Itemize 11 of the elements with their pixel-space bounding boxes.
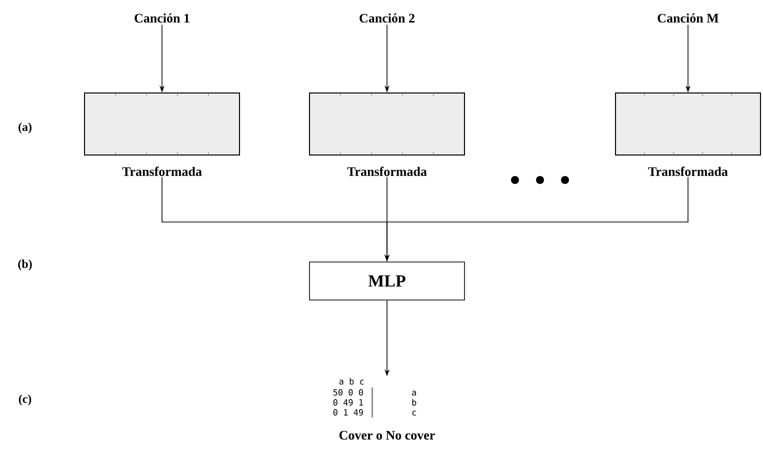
song-label: Canción M xyxy=(658,13,718,23)
caption-text: Transformada xyxy=(122,166,202,176)
caption-text: Transformada xyxy=(347,166,427,176)
song-label: Canción 1 xyxy=(134,13,190,23)
caption-text: Transformada xyxy=(648,166,728,176)
process-box: MLP xyxy=(309,262,465,300)
panel-label: (b) xyxy=(18,260,32,270)
panel-label: (c) xyxy=(18,394,32,406)
song-label: Canción 2 xyxy=(360,13,414,23)
confusion-matrix: a b c 50 0 0 a 0 49 1 b 0 1 49 c Cover o No cover xyxy=(333,378,435,440)
panel-label: (a) xyxy=(18,122,32,134)
